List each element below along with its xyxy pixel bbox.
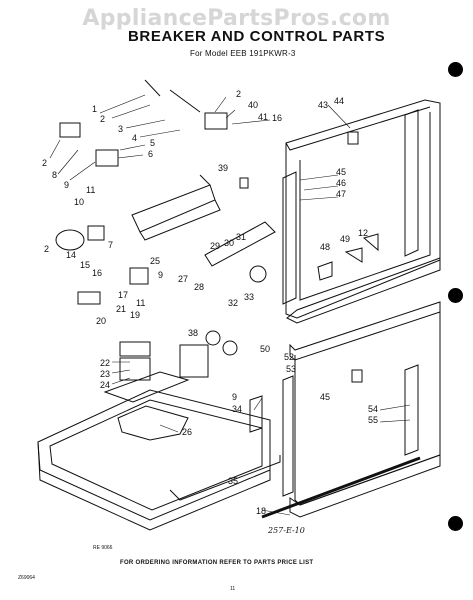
callout-label: 44 xyxy=(334,96,344,106)
callout-label: 10 xyxy=(74,197,84,207)
handwritten-note: 257-E-10 xyxy=(268,526,305,535)
callout-label: 48 xyxy=(320,242,330,252)
small-parts xyxy=(55,79,379,433)
callout-label: 52 xyxy=(284,352,294,362)
callout-label: 35 xyxy=(228,476,238,486)
model-subtitle: For Model EEB 191PKWR-3 xyxy=(190,49,296,58)
leader-lines xyxy=(49,94,411,516)
callout-label: 46 xyxy=(336,178,346,188)
watermark: AppliancePartsPros.com xyxy=(82,6,391,31)
bottom-pan xyxy=(37,371,281,531)
trim-strip xyxy=(204,221,276,267)
lower-door-frame xyxy=(282,301,441,518)
binder-hole xyxy=(448,62,463,77)
callout-label: 11 xyxy=(86,185,95,195)
callout-label: 3 xyxy=(118,124,123,134)
reference-code: RE 9066 xyxy=(93,545,113,551)
control-bracket xyxy=(131,174,221,241)
callout-label: 19 xyxy=(130,310,140,320)
callout-label: 28 xyxy=(194,282,204,292)
ordering-note: FOR ORDERING INFORMATION REFER TO PARTS … xyxy=(120,560,314,566)
callout-label: 23 xyxy=(100,369,110,379)
callout-label: 15 xyxy=(80,260,90,270)
callout-label: 18 xyxy=(256,506,266,516)
callout-label: 25 xyxy=(150,256,160,266)
callout-label: 24 xyxy=(100,380,110,390)
page-title: BREAKER AND CONTROL PARTS xyxy=(128,28,386,45)
binder-hole xyxy=(448,288,463,303)
callout-label: 30 xyxy=(224,238,234,248)
callout-label: 54 xyxy=(368,404,378,414)
callout-label: 29 xyxy=(210,241,220,251)
callout-label: 8 xyxy=(52,170,57,180)
callout-label: 31 xyxy=(236,232,246,242)
callout-label: 9 xyxy=(158,270,163,280)
binder-hole xyxy=(448,516,463,531)
callout-label: 20 xyxy=(96,316,106,326)
callout-label: 41 xyxy=(258,112,268,122)
callout-label: 14 xyxy=(66,250,76,260)
callout-label: 2 xyxy=(236,89,241,99)
corner-code: Z69064 xyxy=(18,575,35,581)
upper-door-frame xyxy=(282,99,441,324)
callout-label: 7 xyxy=(108,240,113,250)
callout-label: 33 xyxy=(244,292,254,302)
callout-label: 2 xyxy=(42,158,47,168)
callout-label: 39 xyxy=(218,163,228,173)
callout-label: 43 xyxy=(318,100,328,110)
callout-label: 27 xyxy=(178,274,188,284)
callout-label: 26 xyxy=(182,427,192,437)
callout-label: 40 xyxy=(248,100,258,110)
gasket-strip xyxy=(261,456,421,519)
callout-label: 9 xyxy=(232,392,237,402)
callout-label: 53 xyxy=(286,364,296,374)
callout-label: 45 xyxy=(320,392,330,402)
callout-label: 5 xyxy=(150,138,155,148)
page-number: 11 xyxy=(230,586,236,592)
callout-label: 50 xyxy=(260,344,270,354)
callout-label: 11 xyxy=(136,298,145,308)
callout-label: 16 xyxy=(272,113,282,123)
callout-label: 17 xyxy=(118,290,128,300)
callout-label: 4 xyxy=(132,133,137,143)
callout-label: 9 xyxy=(64,180,69,190)
callout-label: 55 xyxy=(368,415,378,425)
callout-label: 6 xyxy=(148,149,153,159)
callout-label: 38 xyxy=(188,328,198,338)
callout-label: 16 xyxy=(92,268,102,278)
callout-label: 2 xyxy=(100,114,105,124)
callout-label: 21 xyxy=(116,304,126,314)
callout-label: 12 xyxy=(358,228,368,238)
callout-label: 49 xyxy=(340,234,350,244)
callout-label: 32 xyxy=(228,298,238,308)
callout-label: 2 xyxy=(44,244,49,254)
callout-label: 22 xyxy=(100,358,110,368)
callout-label: 34 xyxy=(232,404,242,414)
callout-label: 45 xyxy=(336,167,346,177)
callout-label: 1 xyxy=(92,104,97,114)
callout-label: 47 xyxy=(336,189,346,199)
